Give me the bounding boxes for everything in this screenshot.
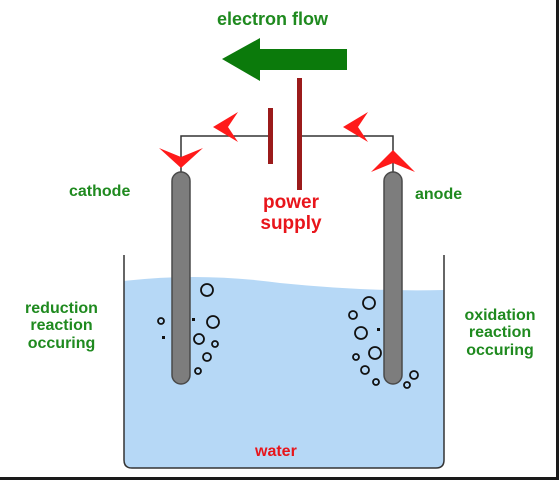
container [123,255,445,469]
cathode-label: cathode [69,183,131,200]
bubble [193,333,205,345]
bubble [211,340,219,348]
bubble [354,326,368,340]
bubble [372,378,380,386]
water-label: water [255,443,297,460]
anode-arrow-up [371,150,415,172]
cathode-electrode [171,171,191,385]
water-body [124,276,444,468]
electron-flow-arrow [222,38,347,81]
bubble [206,315,220,329]
bubble [409,370,419,380]
anode-dots [377,328,380,331]
power-supply-label: power supply [245,192,337,234]
bubble [202,352,212,362]
battery-plate-long [297,78,302,190]
bubble [352,353,360,361]
bubble [348,310,358,320]
cathode-dots [162,318,195,339]
wire-arrow-left [213,112,238,142]
bubble [194,367,202,375]
anode-bubbles [348,296,419,389]
reduction-line-1: reduction [25,300,98,317]
anode-label: anode [415,186,463,203]
oxidation-line-3: occuring [466,341,534,359]
bubble [362,296,376,310]
cathode-bubbles [157,283,220,375]
anode-electrode [383,171,403,385]
bubble [360,365,370,375]
wire-arrow-right [343,112,368,142]
reduction-line-3: occuring [27,334,96,352]
battery-plate-short [268,108,273,164]
oxidation-line-1: oxidation [464,307,536,324]
bubble [157,317,165,325]
supply-label: supply [260,212,322,234]
oxidation-line-2: reaction [468,324,532,342]
power-label: power [263,192,319,213]
oxidation-reaction-label: oxidation reaction occuring [446,307,554,359]
bubble [200,283,214,297]
reduction-reaction-label: reduction reaction occuring [4,300,119,352]
electron-flow-label: electron flow [217,9,329,29]
cathode-arrow-down [159,148,203,168]
bubble [368,346,382,360]
reduction-line-2: reaction [30,317,93,335]
bubble [403,381,411,389]
